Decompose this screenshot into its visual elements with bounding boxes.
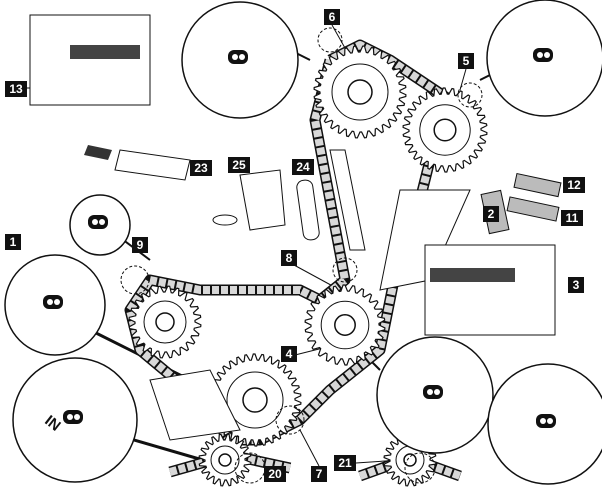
gear-hub-ring [419, 104, 471, 156]
marker-circle [120, 265, 150, 295]
gear-bolt [155, 312, 175, 332]
locking-plate-12 [513, 172, 562, 198]
chain-pin [232, 54, 238, 60]
marker-circle [457, 82, 483, 108]
callout-3: 3 [568, 277, 584, 293]
chain-pin [67, 414, 73, 420]
callout-13: 13 [5, 81, 27, 97]
chain-pin [54, 299, 60, 305]
exhaust-camshaft-sprocket [313, 45, 407, 139]
idler-sprocket-right [304, 284, 386, 366]
idler-sprocket-left [128, 285, 202, 359]
tensioner-25 [239, 169, 286, 231]
chain-pin [427, 389, 433, 395]
callout-leader [299, 429, 320, 467]
camshaft-locking-tool [70, 45, 140, 59]
retaining-pin [212, 214, 238, 226]
gear-bolt [242, 387, 268, 413]
gear-bolt [433, 118, 457, 142]
marker-circle [275, 405, 305, 435]
lower-sprocket-left [198, 433, 252, 487]
intake-camshaft-sprocket [402, 87, 488, 173]
callout-9: 9 [132, 237, 148, 253]
chain-pin [537, 52, 543, 58]
locking-plate-11 [506, 196, 560, 222]
camshaft-locking-tool-right [430, 268, 515, 282]
marker-circle [332, 257, 358, 283]
engine-block-detail-left [29, 14, 151, 106]
gear-hub-ring [320, 300, 370, 350]
callout-11: 11 [561, 210, 583, 226]
chain-pin [544, 52, 550, 58]
gear-bolt [347, 79, 373, 105]
callout-12: 12 [563, 177, 585, 193]
callout-8: 8 [281, 250, 297, 266]
gear-bolt [334, 314, 356, 336]
gear-hub-ring [331, 63, 389, 121]
chain-pin [540, 418, 546, 424]
gear-hub-ring [143, 300, 187, 344]
plunger-24 [296, 179, 320, 241]
gear-hub-ring [210, 445, 240, 475]
callout-5: 5 [458, 53, 474, 69]
lower-chain-left-links [168, 451, 291, 476]
engine-block-detail-right [424, 244, 556, 336]
callout-4: 4 [281, 346, 297, 362]
callout-25: 25 [228, 157, 250, 173]
marker-circle [317, 27, 343, 53]
callout-2: 2 [483, 206, 499, 222]
tool-23 [114, 149, 191, 181]
callout-7: 7 [311, 466, 327, 482]
chain-guide-rail [329, 149, 366, 251]
chain-pin [92, 219, 98, 225]
tensioner-body [149, 369, 241, 441]
callout-1: 1 [5, 234, 21, 250]
gear-bolt [218, 453, 232, 467]
marker-circle [404, 452, 436, 484]
chain-pin [47, 299, 53, 305]
chain-pin [99, 219, 105, 225]
callout-20: 20 [264, 466, 286, 482]
gear-hub-ring [226, 371, 284, 429]
direction-arrow [84, 145, 112, 160]
callout-24: 24 [292, 159, 314, 175]
chain-pin [239, 54, 245, 60]
chain-pin [547, 418, 553, 424]
callout-23: 23 [190, 160, 212, 176]
callout-21: 21 [334, 455, 356, 471]
chain-pin [74, 414, 80, 420]
callout-6: 6 [324, 9, 340, 25]
chain-pin [434, 389, 440, 395]
gear-bolt [403, 453, 417, 467]
